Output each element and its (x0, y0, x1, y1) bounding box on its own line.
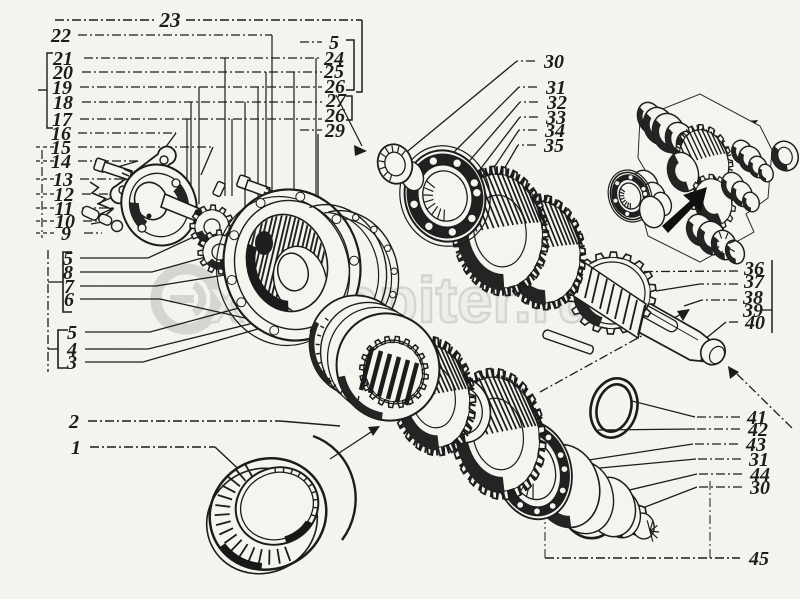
svg-text:3: 3 (66, 352, 77, 374)
svg-text:23: 23 (159, 8, 181, 32)
svg-text:9: 9 (61, 223, 71, 245)
svg-text:29: 29 (324, 120, 345, 142)
svg-text:6: 6 (64, 289, 74, 311)
svg-text:45: 45 (748, 548, 769, 570)
svg-text:22: 22 (50, 25, 71, 47)
svg-text:35: 35 (543, 135, 564, 157)
svg-text:30: 30 (749, 477, 770, 499)
svg-text:40: 40 (744, 312, 765, 334)
svg-text:30: 30 (543, 51, 564, 73)
svg-text:1: 1 (71, 437, 81, 459)
svg-text:2: 2 (68, 411, 79, 433)
